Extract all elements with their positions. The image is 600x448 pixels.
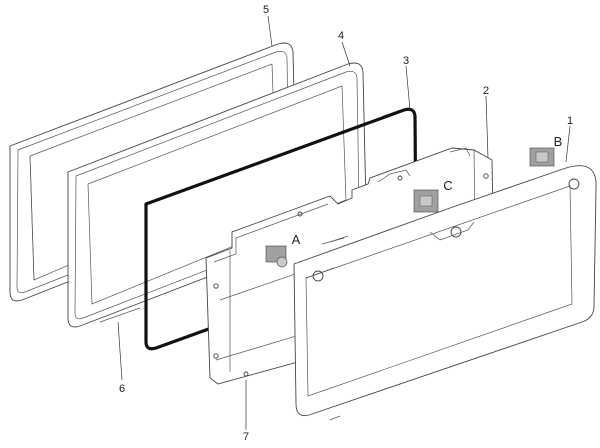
callout-5: 5 — [263, 4, 269, 16]
callout-4: 4 — [338, 30, 344, 42]
callout-7: 7 — [243, 431, 249, 443]
callout-6: 6 — [119, 383, 125, 395]
clip-a — [265, 245, 288, 268]
marker-b: B — [554, 134, 563, 149]
callout-1: 1 — [567, 115, 573, 127]
callout-2: 2 — [483, 85, 489, 97]
leader-lines — [117, 15, 571, 430]
callout-3: 3 — [403, 55, 409, 67]
marker-a: A — [292, 232, 301, 247]
marker-c: C — [443, 178, 452, 193]
clip-c — [413, 189, 439, 213]
clip-b — [529, 147, 555, 167]
part-1-front-frame — [293, 165, 597, 421]
